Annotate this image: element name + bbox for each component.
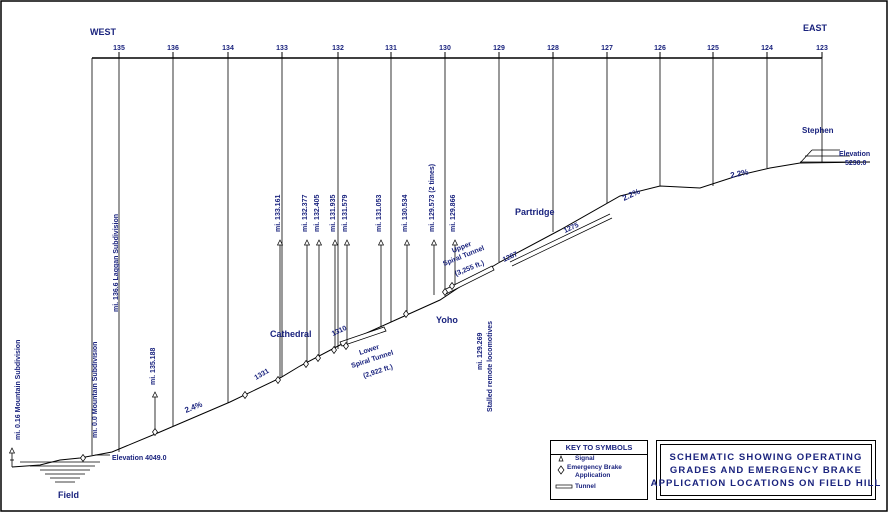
- pointer-arrow: [303, 239, 311, 246]
- lower-spiral-tunnel: [339, 326, 387, 347]
- stephen-elevation-value: 5230.0: [845, 160, 867, 167]
- pointer-arrow: [430, 239, 438, 246]
- emergency-brake-diamond: [315, 353, 321, 363]
- pointer-arrow: [315, 239, 323, 246]
- east-label: EAST: [803, 23, 828, 33]
- pointer-arrow: [343, 239, 351, 246]
- key-tunnel: Tunnel: [575, 483, 596, 490]
- pointer-arrow: [331, 239, 339, 246]
- west-label: WEST: [90, 27, 117, 37]
- emergency-brake-diamond: [449, 281, 455, 291]
- yoho-station-label: Yoho: [436, 315, 458, 325]
- label-m129573: mi. 129.573 (2 times): [429, 164, 436, 232]
- signal-symbol: [558, 455, 564, 462]
- emergency-brake-diamond: [303, 359, 309, 369]
- milepost-label: 126: [654, 45, 666, 52]
- pointer-arrow: [8, 447, 16, 454]
- milepost-label: 131: [385, 45, 397, 52]
- milepost-label: 127: [601, 45, 613, 52]
- milepost-label: 134: [222, 45, 234, 52]
- emergency-brake-diamond: [275, 375, 281, 385]
- grade-label-3: 2.2%: [730, 167, 750, 180]
- grade-label-2: 2.2%: [621, 187, 641, 203]
- stephen-yard: [799, 149, 870, 164]
- key-application: Application: [575, 472, 611, 479]
- title-block: SCHEMATIC SHOWING OPERATING GRADES AND E…: [651, 440, 880, 500]
- pointer-arrow: [403, 239, 411, 246]
- partridge-siding: [509, 213, 613, 267]
- field-yard: [10, 454, 110, 483]
- milepost-label: 132: [332, 45, 344, 52]
- key-heading: KEY TO SYMBOLS: [551, 443, 647, 455]
- emergency-brake-diamond: [331, 345, 337, 355]
- emergency-brake-diamond: [403, 309, 409, 319]
- milepost-label: 128: [547, 45, 559, 52]
- emergency-brake-diamond: [242, 390, 248, 400]
- label-mountain-sub-zero: mi. 0.0 Mountain Subdivision: [92, 342, 99, 438]
- spot-1310: 1310: [331, 325, 348, 338]
- lower-tunnel-length: (2,922 ft.): [362, 364, 393, 380]
- field-station-label: Field: [58, 490, 79, 500]
- emergency-brake-markers: [80, 281, 455, 463]
- field-elevation: Elevation 4049.0: [112, 455, 167, 462]
- emergency-symbol: [557, 465, 565, 475]
- partridge-station-label: Partridge: [515, 207, 555, 217]
- label-stalled: Stalled remote locomotives: [487, 321, 494, 412]
- emergency-brake-diamond: [152, 427, 158, 437]
- milepost-pointers: [8, 58, 823, 460]
- label-m132377: mi. 132.377: [302, 195, 309, 232]
- stephen-elevation-label: Elevation: [839, 151, 870, 158]
- key-emergency: Emergency Brake: [567, 464, 622, 471]
- milepost-label: 123: [816, 45, 828, 52]
- milepost-group: 135 136 134 133 132 131 130 129 128 127 126 125 124 1…: [113, 45, 828, 58]
- grade-label-1: 2.4%: [183, 400, 203, 415]
- key-symbols: [555, 455, 573, 489]
- label-m131579: mi. 131.579: [342, 195, 349, 232]
- title-line-2: GRADES AND EMERGENCY BRAKE: [669, 464, 863, 476]
- label-m129866: mi. 129.866: [450, 195, 457, 232]
- stephen-station-label: Stephen: [802, 126, 834, 135]
- label-m132405: mi. 132.405: [314, 195, 321, 232]
- milepost-label: 124: [761, 45, 773, 52]
- key-to-symbols: KEY TO SYMBOLS Signal Emergency Brake Ap…: [550, 440, 648, 500]
- label-mountain-sub: mi. 0.16 Mountain Subdivision: [15, 340, 22, 440]
- milepost-label: 133: [276, 45, 288, 52]
- label-m135188: mi. 135.188: [150, 348, 157, 385]
- milepost-label: 129: [493, 45, 505, 52]
- milepost-label: 136: [167, 45, 179, 52]
- spot-1331: 1331: [254, 368, 271, 382]
- label-m129269: mi. 129.269: [477, 333, 484, 370]
- key-signal: Signal: [575, 455, 595, 462]
- label-m131935: mi. 131.935: [330, 195, 337, 232]
- emergency-brake-diamond: [80, 453, 86, 463]
- emergency-brake-diamond: [343, 341, 349, 351]
- milepost-label: 135: [113, 45, 125, 52]
- pointer-arrow: [451, 239, 459, 246]
- label-m133161: mi. 133.161: [275, 195, 282, 232]
- label-m130534: mi. 130.534: [402, 195, 409, 232]
- cathedral-station-label: Cathedral: [270, 329, 312, 339]
- title-line-1: SCHEMATIC SHOWING OPERATING: [669, 451, 863, 463]
- label-m131053: mi. 131.053: [376, 195, 383, 232]
- label-laggan-sub: mi. 136.6 Laggan Subdivision: [113, 214, 120, 312]
- milepost-label: 130: [439, 45, 451, 52]
- tunnel-symbol: [555, 484, 573, 489]
- pointer-arrow: [151, 391, 159, 398]
- pointer-arrow: [276, 239, 284, 246]
- title-line-3: APPLICATION LOCATIONS ON FIELD HILL: [650, 477, 882, 489]
- milepost-label: 125: [707, 45, 719, 52]
- pointer-arrow: [377, 239, 385, 246]
- emergency-brake-diamond: [442, 287, 448, 297]
